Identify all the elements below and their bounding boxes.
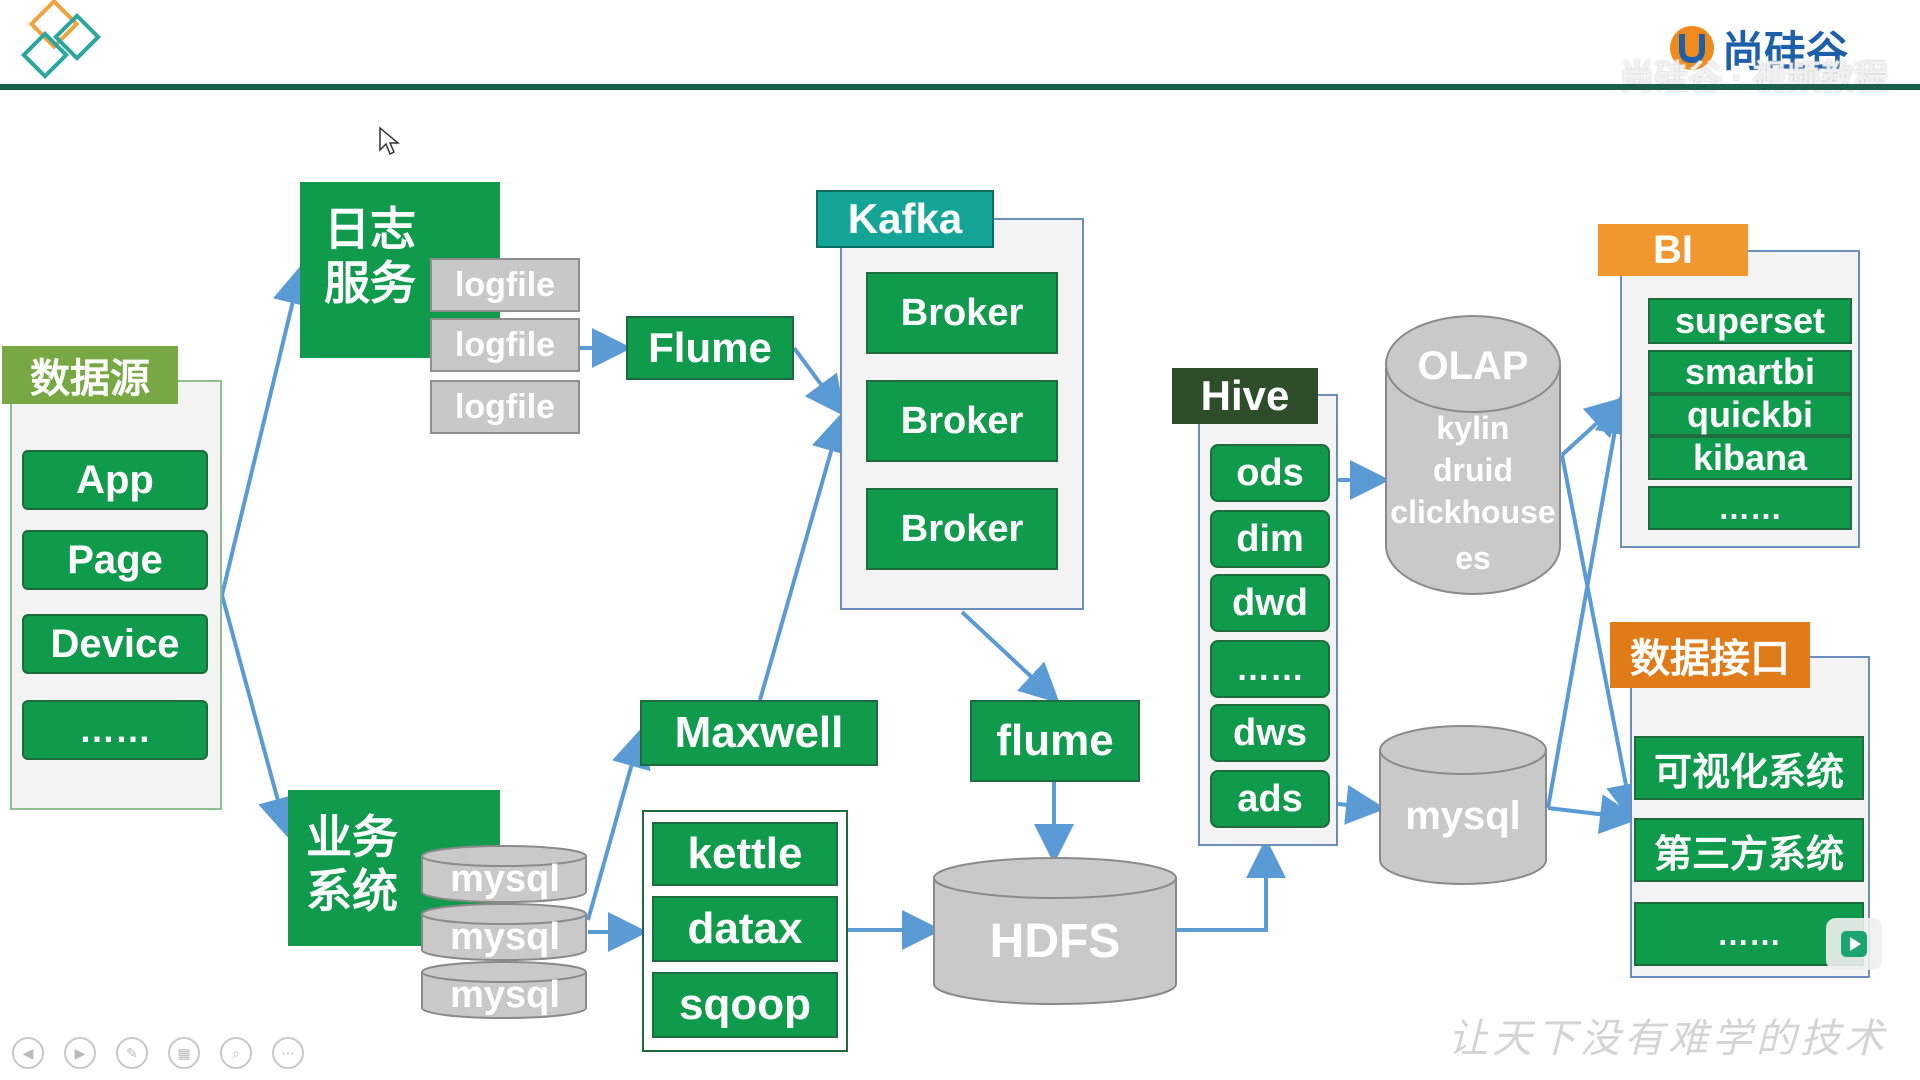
etl-kettle: kettle [652, 822, 838, 886]
biz-mysql-3: mysql [450, 974, 560, 1016]
bi-title: BI [1598, 224, 1748, 276]
kafka-broker-2: Broker [866, 380, 1058, 462]
zoom-icon[interactable]: ⌕ [220, 1037, 252, 1069]
olap-engine-clickhouse: clickhouse [1390, 494, 1556, 530]
data-api-more: …… [1634, 902, 1864, 966]
header: 尚硅谷 尚硅谷 · 视频教程 [0, 0, 1920, 97]
datasource-item-device: Device [22, 614, 208, 674]
hive-layer-dwd: dwd [1210, 574, 1330, 632]
datasource-item-more: …… [22, 700, 208, 760]
logfile-1: logfile [430, 258, 580, 312]
hive-layer-ods: ods [1210, 444, 1330, 502]
video-play-button[interactable] [1826, 918, 1882, 970]
mysql-cylinder-icon [421, 845, 587, 1019]
datasource-title: 数据源 [2, 346, 178, 404]
pen-icon[interactable]: ✎ [116, 1037, 148, 1069]
hive-title: Hive [1172, 368, 1318, 424]
biz-mysql-1: mysql [450, 858, 560, 900]
olap-engine-druid: druid [1433, 452, 1513, 488]
olap-engine-es: es [1455, 540, 1491, 576]
hive-layer-more: …… [1210, 640, 1330, 698]
olap-cylinder: OLAP kylin druid clickhouse es [1384, 314, 1562, 596]
data-api-visualization: 可视化系统 [1634, 736, 1864, 800]
log-service-title-line2: 服务 [324, 257, 416, 309]
video-watermark: 尚硅谷 · 视频教程 [1620, 59, 1889, 97]
bi-tool-smartbi: smartbi [1648, 350, 1852, 394]
data-api-third-party: 第三方系统 [1634, 818, 1864, 882]
kafka-broker-3: Broker [866, 488, 1058, 570]
slides-overview-icon[interactable]: ▦ [168, 1037, 200, 1069]
more-options-icon[interactable]: ⋯ [272, 1037, 304, 1069]
logfile-2: logfile [430, 318, 580, 372]
biz-system-title-line1: 业务 [306, 811, 398, 863]
hdfs-cylinder: HDFS [932, 856, 1178, 1008]
hdfs-cylinder-icon [933, 857, 1177, 1005]
brand-logo: 尚硅谷 [1668, 18, 1898, 78]
next-slide-button[interactable]: ▶ [64, 1037, 96, 1069]
logfile-3: logfile [430, 380, 580, 434]
hive-layer-ads: ads [1210, 770, 1330, 828]
brand-text: 尚硅谷 [1722, 26, 1849, 76]
olap-engine-kylin: kylin [1436, 410, 1510, 446]
kafka-broker-1: Broker [866, 272, 1058, 354]
bi-tool-quickbi: quickbi [1648, 394, 1852, 436]
hive-layer-dws: dws [1210, 704, 1330, 762]
hdfs-label: HDFS [989, 915, 1121, 968]
etl-sqoop: sqoop [652, 972, 838, 1038]
maxwell-box: Maxwell [640, 700, 878, 766]
bi-tool-kibana: kibana [1648, 436, 1852, 480]
header-rule [0, 84, 1920, 90]
hive-layer-dim: dim [1210, 510, 1330, 568]
biz-system-title-line2: 系统 [306, 865, 398, 917]
flume-bottom-box: flume [970, 700, 1140, 782]
mysql-right-label: mysql [1405, 794, 1521, 838]
biz-mysql-stack: mysql mysql mysql [420, 844, 590, 1020]
brand-u-icon [1670, 26, 1714, 70]
datasource-item-page: Page [22, 530, 208, 590]
datasource-item-app: App [22, 450, 208, 510]
flume-top-box: Flume [626, 316, 794, 380]
mysql-right-cylinder-icon [1379, 725, 1547, 885]
data-api-title: 数据接口 [1610, 622, 1810, 688]
footer-slogan: 让天下没有难学的技术 [1448, 1016, 1888, 1062]
play-icon [1841, 931, 1867, 957]
bi-tool-more: …… [1648, 486, 1852, 530]
bi-tool-superset: superset [1648, 298, 1852, 344]
prev-slide-button[interactable]: ◀ [12, 1037, 44, 1069]
diamond-logo-icon [20, 0, 102, 80]
log-service-title-line1: 日志 [324, 203, 416, 255]
kafka-title: Kafka [816, 190, 994, 248]
etl-datax: datax [652, 896, 838, 962]
olap-title: OLAP [1417, 344, 1529, 388]
mysql-right-cylinder: mysql [1378, 724, 1548, 886]
biz-mysql-2: mysql [450, 916, 560, 958]
olap-cylinder-icon [1385, 315, 1561, 595]
mouse-cursor-icon [379, 126, 400, 156]
